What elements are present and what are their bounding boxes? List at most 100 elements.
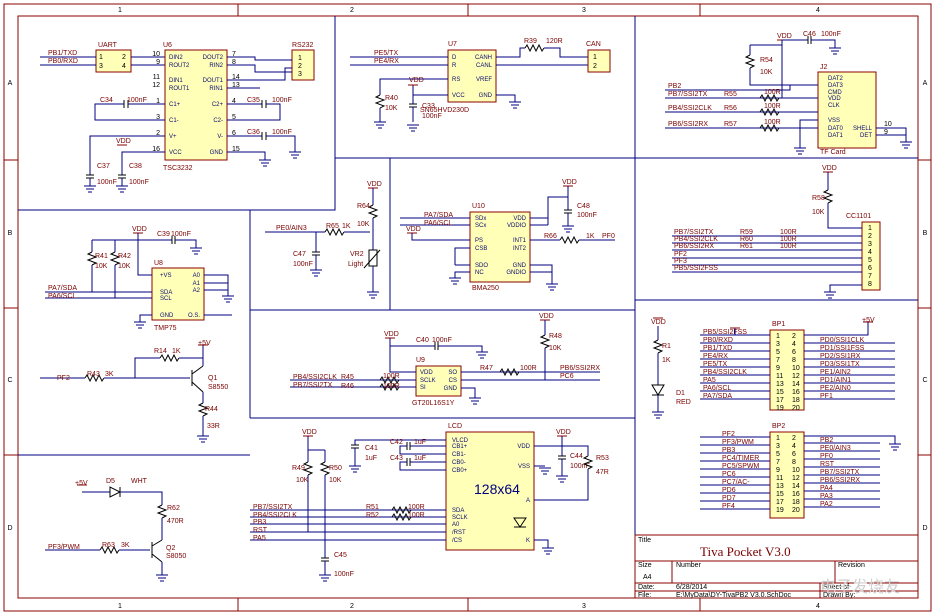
- bp2-pin-number: 3: [776, 443, 780, 450]
- bp2-right-net: PB7/SSI2TX: [820, 469, 860, 476]
- bp2-pin-number: 19: [776, 507, 784, 514]
- u10-pin: VDD: [513, 216, 526, 222]
- bp2-right-net: PB2: [820, 437, 833, 444]
- r56-label: R56: [724, 105, 737, 112]
- bp1-pin-number: 20: [792, 405, 800, 412]
- grid-col-label: 2: [350, 603, 354, 610]
- bp1-label: BP1: [772, 321, 785, 328]
- q2-type: S8050: [166, 553, 186, 560]
- cc1101-pin-number: 4: [868, 249, 872, 256]
- r53-value: 47R: [596, 469, 609, 476]
- d5-led: [109, 486, 122, 498]
- bp1-right-net: PD3/SSI1TX: [820, 361, 860, 368]
- r49-label: R49: [292, 465, 305, 472]
- c46-value: 100nF: [821, 31, 841, 38]
- r41-label: R41: [95, 253, 108, 260]
- q2-label: Q2: [166, 545, 175, 552]
- u6-pin-number: 11: [153, 74, 160, 81]
- sn65hvd230-label: SN65HVD230D: [420, 107, 469, 114]
- u10-pin: VDDIO: [507, 223, 526, 229]
- u8-pin: SDA: [160, 290, 172, 296]
- net-pc6-u9: PC6: [560, 373, 574, 380]
- tf-card-socket: [817, 71, 877, 149]
- r45-label: R45: [341, 374, 354, 381]
- c33-value: 100nF: [422, 113, 442, 120]
- uart-label: UART: [98, 42, 118, 49]
- j2-pin: DET: [860, 133, 872, 139]
- bma250-label: BMA250: [472, 285, 499, 292]
- tf-card-label: TF Card: [820, 149, 846, 156]
- u6-pin: ROUT1: [169, 86, 190, 92]
- net-pf3-pwm-q2: PF3/PWM: [48, 544, 80, 551]
- u6-pin: DIN2: [169, 55, 183, 61]
- lcd-pin: CB1+: [452, 444, 468, 450]
- r61-value: 100R: [780, 243, 797, 250]
- bp1-left-net: PB1/TXD: [703, 345, 732, 352]
- u6-pin-number: 8: [232, 59, 236, 66]
- u6-pin: ROUT2: [169, 63, 190, 69]
- r60-value: 100R: [780, 236, 797, 243]
- c44-label: C44: [570, 453, 583, 460]
- net-pb1-txd: PB1/TXD: [48, 50, 77, 57]
- vdd-label-c48: VDD: [562, 179, 577, 186]
- r49-value: 10K: [296, 477, 309, 484]
- r62-label: R62: [167, 505, 180, 512]
- r52-value: 100R: [408, 512, 425, 519]
- bp1-pin-number: 8: [792, 357, 796, 364]
- grid-row-label: D: [922, 525, 927, 532]
- vdd-label-r1: VDD: [651, 319, 666, 326]
- bp2-pin-number: 10: [792, 467, 800, 474]
- vdd-label-lcd: VDD: [556, 429, 571, 436]
- r62-value: 470R: [167, 518, 184, 525]
- r14-label: R14: [154, 348, 167, 355]
- c43-label: C43: [390, 455, 403, 462]
- title-block: Title Tiva Pocket V3.0 Size A4 Number Re…: [634, 534, 919, 599]
- net-pa6-scl-u10: PA6/SCL: [424, 220, 452, 227]
- tfcard-block: J2 TF Card DAT2DAT3CMDVDDCLKVSSDAT0DAT1S…: [665, 31, 913, 156]
- bp1-pin-number: 1: [776, 333, 780, 340]
- bp1-right-net: PF1: [820, 393, 833, 400]
- size-label: Size: [638, 562, 652, 569]
- bp2-pin-number: 17: [776, 499, 784, 506]
- u6-pin: RIN1: [209, 86, 223, 92]
- r47-value: 100R: [520, 365, 537, 372]
- net-pb6-j2: PB6/SSI2RX: [668, 121, 708, 128]
- r64-value: 10K: [357, 221, 370, 228]
- u6-pin-number: 6: [232, 130, 236, 137]
- vdd-label-u7: VDD: [409, 77, 424, 84]
- r60-label: R60: [740, 236, 753, 243]
- lcd-pin: CB0+: [452, 468, 468, 474]
- u10-pin: INT2: [513, 246, 527, 252]
- tsc3232-label: TSC3232: [163, 165, 193, 172]
- r42-label: R42: [118, 253, 131, 260]
- r44-label: R44: [205, 406, 218, 413]
- u8-pin: GND: [160, 313, 174, 319]
- u9-pin: SI: [420, 385, 426, 391]
- r57-value: 100R: [764, 119, 781, 126]
- c40-label: C40: [416, 337, 429, 344]
- bp1-pin-number: 16: [792, 389, 800, 396]
- lcd-module: [445, 431, 535, 551]
- r63-value: 3K: [121, 542, 130, 549]
- r50-value: 10K: [329, 477, 342, 484]
- rs232-label: RS232: [292, 42, 314, 49]
- net-pf3-cc: PF3: [674, 258, 687, 265]
- net-pf0-u10: PF0: [602, 233, 615, 240]
- net-pb7-cc: PB7/SSI2TX: [674, 229, 714, 236]
- lcd-block: LCD 128x64 VLCDCB1+CB1-CB0-CB0+SDASCLKA0…: [250, 423, 609, 582]
- sheet-title: Tiva Pocket V3.0: [700, 544, 791, 559]
- bp1-left-net: PE5/TX: [703, 361, 727, 368]
- r50-label: R50: [329, 465, 342, 472]
- net-pf2-q1: PF2: [57, 375, 70, 382]
- j2-label: J2: [820, 64, 828, 71]
- net-pe5-tx: PE5/TX: [374, 50, 398, 57]
- r46-value: 100R: [383, 383, 400, 390]
- u8-pin: A0: [193, 273, 201, 279]
- vdd-label-j2: VDD: [777, 33, 792, 40]
- u6-pin: DIN1: [169, 78, 183, 84]
- bp1-left-net: PB0/RXD: [703, 337, 733, 344]
- u8-label: U8: [154, 260, 163, 267]
- u7-pin: R: [452, 63, 457, 69]
